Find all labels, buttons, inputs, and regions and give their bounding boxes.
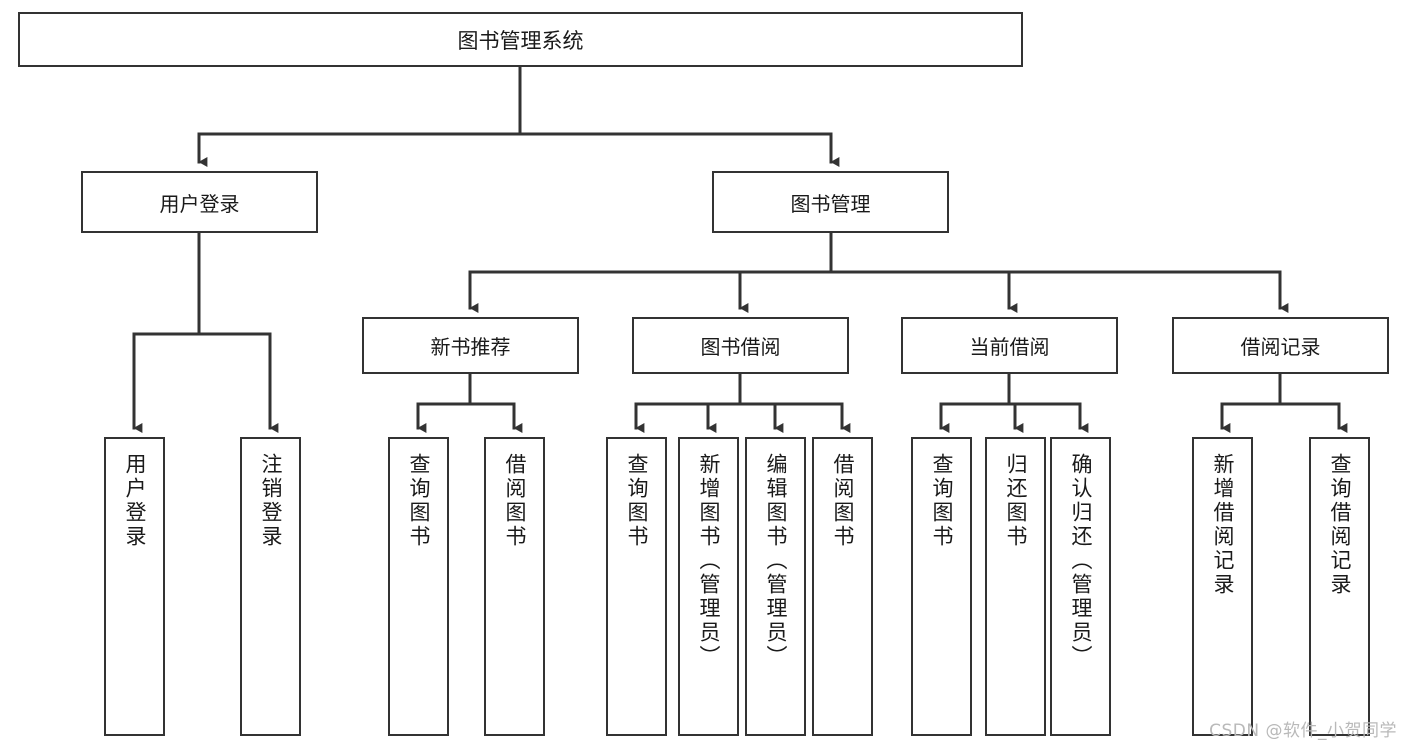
leaf-add-book-admin-label: 新增图书（管理员） (697, 453, 721, 669)
leaf-query-book-borrow-label: 查询图书 (625, 453, 649, 549)
leaf-logout-label: 注销登录 (259, 453, 283, 549)
node-borrow-records[interactable]: 借阅记录 (1172, 317, 1389, 374)
node-current-borrow[interactable]: 当前借阅 (901, 317, 1118, 374)
node-new-book-recommend[interactable]: 新书推荐 (362, 317, 579, 374)
leaf-user-login-label: 用户登录 (123, 453, 147, 549)
leaf-borrow-book-newbook-label: 借阅图书 (503, 453, 527, 549)
node-book-borrow-label: 图书借阅 (700, 335, 781, 359)
node-book-management-label: 图书管理 (790, 191, 871, 216)
node-borrow-records-label: 借阅记录 (1240, 335, 1321, 359)
node-root-label: 图书管理系统 (457, 28, 584, 53)
leaf-query-book-newbook-label: 查询图书 (407, 453, 431, 549)
leaf-query-borrow-record-label: 查询借阅记录 (1328, 453, 1352, 597)
leaf-add-borrow-record-label: 新增借阅记录 (1211, 453, 1235, 597)
leaf-edit-book-admin[interactable]: 编辑图书（管理员） (745, 437, 806, 736)
leaf-lend-book[interactable]: 借阅图书 (812, 437, 873, 736)
leaf-query-book-current-label: 查询图书 (930, 453, 954, 549)
leaf-user-login[interactable]: 用户登录 (104, 437, 165, 736)
node-book-borrow[interactable]: 图书借阅 (632, 317, 849, 374)
leaf-return-book-label: 归还图书 (1004, 453, 1028, 549)
leaf-return-book[interactable]: 归还图书 (985, 437, 1046, 736)
leaf-logout[interactable]: 注销登录 (240, 437, 301, 736)
leaf-borrow-book-newbook[interactable]: 借阅图书 (484, 437, 545, 736)
node-new-book-recommend-label: 新书推荐 (430, 335, 511, 359)
leaf-query-borrow-record[interactable]: 查询借阅记录 (1309, 437, 1370, 736)
leaf-confirm-return-admin[interactable]: 确认归还（管理员） (1050, 437, 1111, 736)
leaf-edit-book-admin-label: 编辑图书（管理员） (764, 453, 788, 669)
node-book-management[interactable]: 图书管理 (712, 171, 949, 233)
leaf-add-book-admin[interactable]: 新增图书（管理员） (678, 437, 739, 736)
leaf-query-book-current[interactable]: 查询图书 (911, 437, 972, 736)
node-current-borrow-label: 当前借阅 (969, 335, 1050, 359)
leaf-add-borrow-record[interactable]: 新增借阅记录 (1192, 437, 1253, 736)
leaf-lend-book-label: 借阅图书 (831, 453, 855, 549)
leaf-query-book-borrow[interactable]: 查询图书 (606, 437, 667, 736)
node-user-login-label: 用户登录 (159, 191, 240, 216)
node-root[interactable]: 图书管理系统 (18, 12, 1023, 67)
leaf-query-book-newbook[interactable]: 查询图书 (388, 437, 449, 736)
node-user-login[interactable]: 用户登录 (81, 171, 318, 233)
leaf-confirm-return-admin-label: 确认归还（管理员） (1069, 453, 1093, 669)
